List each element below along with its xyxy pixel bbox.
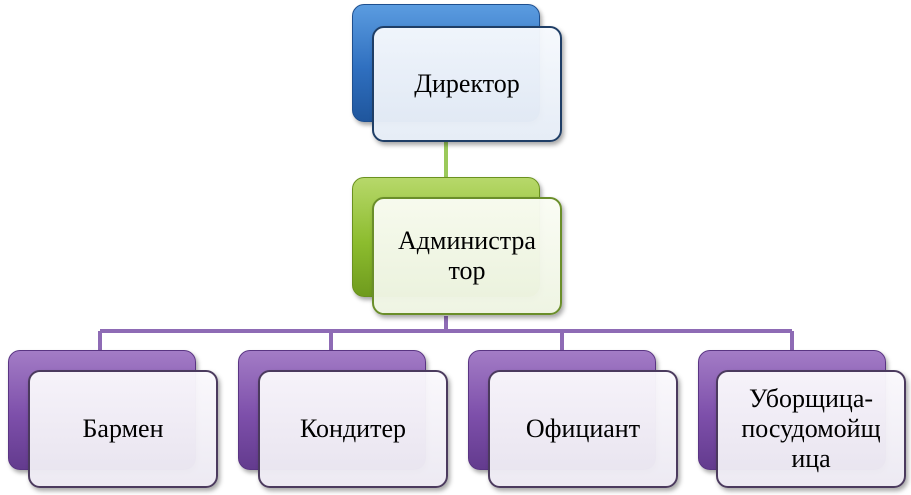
node-oficiant-box: Официант: [488, 370, 678, 488]
node-administrator-box: Администра тор: [372, 197, 562, 315]
node-barmen-box: Бармен: [28, 370, 218, 488]
node-konditer-box: Кондитер: [258, 370, 448, 488]
node-director-box: Директор: [372, 26, 562, 142]
node-konditer-label: Кондитер: [299, 414, 406, 443]
node-uborshica-label-line2: посудомойщ: [741, 414, 881, 443]
node-barmen: Бармен: [8, 350, 220, 492]
node-konditer: Кондитер: [238, 350, 450, 492]
node-director-label: Директор: [414, 69, 520, 98]
node-uborshica-label-line1: Уборщица-: [748, 384, 874, 413]
node-uborshica-label-line3: ица: [791, 444, 831, 473]
node-uborshica: Уборщица- посудомойщ ица: [698, 350, 908, 492]
node-uborshica-box: Уборщица- посудомойщ ица: [716, 370, 906, 488]
node-administrator-label-line1: Администра: [398, 226, 536, 255]
node-administrator: Администра тор: [352, 177, 564, 319]
node-director: Директор: [352, 4, 564, 142]
node-oficiant-label: Официант: [525, 414, 641, 443]
node-administrator-label-line2: тор: [448, 256, 486, 285]
node-oficiant: Официант: [468, 350, 680, 492]
node-barmen-label: Бармен: [82, 414, 164, 443]
